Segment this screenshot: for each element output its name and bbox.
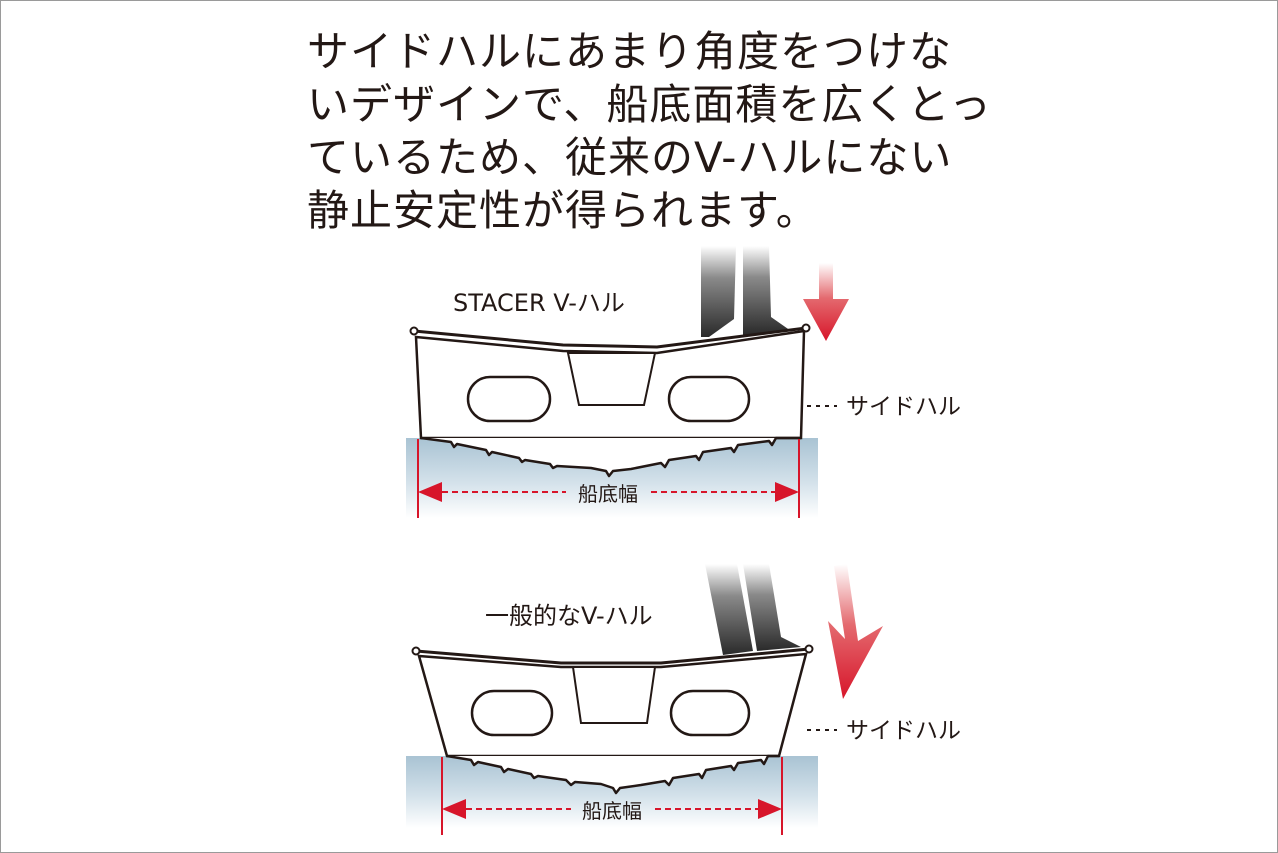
passenger-legs-icon — [701, 246, 791, 337]
headline-text: サイドハルにあまり角度をつけな いデザインで、船底面積を広くとっ ているため、従… — [307, 25, 1027, 237]
seat-right — [667, 375, 751, 423]
headline-line: サイドハルにあまり角度をつけな — [307, 27, 953, 76]
headline-line: いデザインで、船底面積を広くとっ — [307, 80, 993, 129]
seat-right — [669, 689, 751, 737]
side-hull-label: サイドハル — [846, 718, 961, 744]
gunwale-rail — [415, 647, 810, 665]
v-bottom — [446, 754, 779, 795]
headline-line: 静止安定性が得られます。 — [307, 186, 819, 235]
conventional-hull-diagram — [406, 564, 883, 835]
center-console — [571, 666, 657, 724]
diagram-title: 一般的なV-ハル — [485, 602, 653, 630]
headline-line: ているため、従来のV-ハルにない — [307, 133, 953, 182]
seat-left — [470, 689, 554, 737]
diagram-title: STACER V-ハル — [453, 289, 625, 317]
side-hull-label: サイドハル — [846, 394, 961, 420]
v-bottom — [420, 436, 801, 478]
bottom-width-label: 船底幅 — [582, 799, 642, 823]
tilt-arrow-icon — [803, 263, 849, 341]
passenger-legs-icon — [705, 564, 801, 655]
stacer-hull-diagram — [406, 246, 849, 518]
bottom-width-label: 船底幅 — [578, 482, 638, 506]
tilt-arrow-icon — [828, 564, 883, 699]
gunwale-rail — [413, 326, 807, 349]
seat-left — [466, 375, 552, 423]
center-console — [566, 352, 657, 406]
